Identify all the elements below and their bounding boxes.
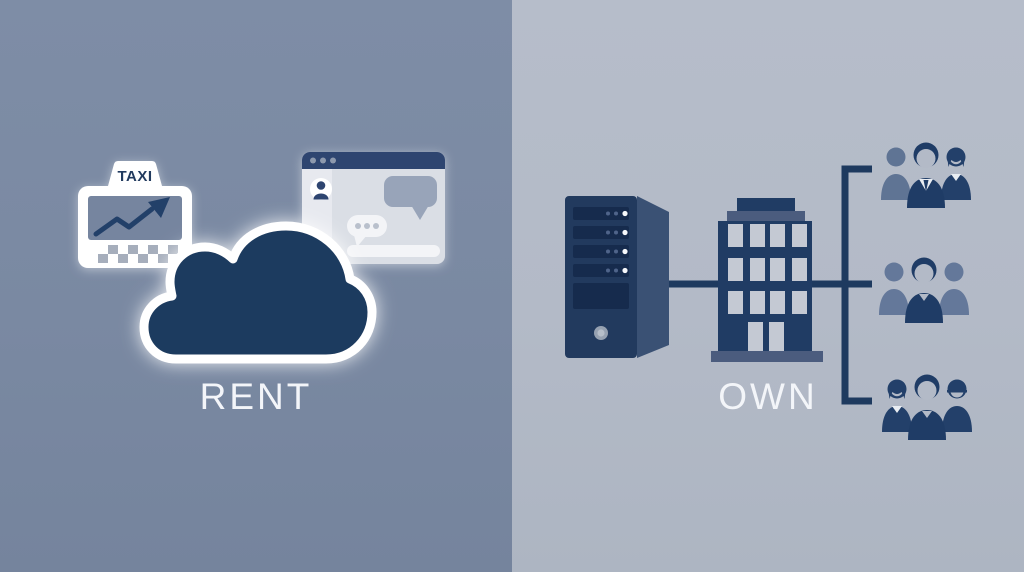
growth-arrow-icon bbox=[93, 197, 170, 237]
own-panel: OWN bbox=[512, 0, 1024, 572]
chat-bubble-icon bbox=[384, 176, 437, 220]
lead-user-icon bbox=[905, 257, 943, 323]
message-input-bar bbox=[347, 245, 440, 257]
building-doors bbox=[748, 322, 784, 351]
female-user-icon bbox=[882, 379, 912, 432]
cloud-icon bbox=[139, 221, 377, 364]
connector-bracket bbox=[668, 165, 872, 405]
own-scene bbox=[565, 142, 972, 440]
taxi-checker-pattern bbox=[98, 245, 178, 263]
window-dots-icon bbox=[310, 157, 336, 164]
building-windows bbox=[728, 224, 807, 314]
user-group-bottom bbox=[882, 374, 972, 440]
server-led-lights bbox=[606, 210, 628, 274]
office-building-icon bbox=[711, 198, 823, 362]
window-titlebar bbox=[302, 152, 445, 169]
taxi-meter-icon: TAXI bbox=[78, 161, 192, 268]
lead-user-icon bbox=[908, 374, 946, 440]
avatar-icon bbox=[310, 178, 332, 200]
user-group-middle bbox=[879, 257, 969, 323]
own-label: OWN bbox=[718, 376, 818, 417]
taxi-sign-text: TAXI bbox=[117, 168, 152, 185]
user-group-top bbox=[881, 142, 971, 208]
server-tower-icon bbox=[565, 196, 669, 358]
rent-scene: TAXI bbox=[78, 152, 445, 364]
typing-bubble-icon bbox=[347, 215, 387, 247]
hardhat-user-icon bbox=[942, 379, 972, 432]
chat-window-icon bbox=[302, 152, 445, 264]
rent-panel: TAXI bbox=[0, 0, 512, 572]
female-user-icon bbox=[941, 147, 971, 200]
suit-user-icon bbox=[907, 142, 945, 208]
rent-label: RENT bbox=[199, 376, 313, 417]
